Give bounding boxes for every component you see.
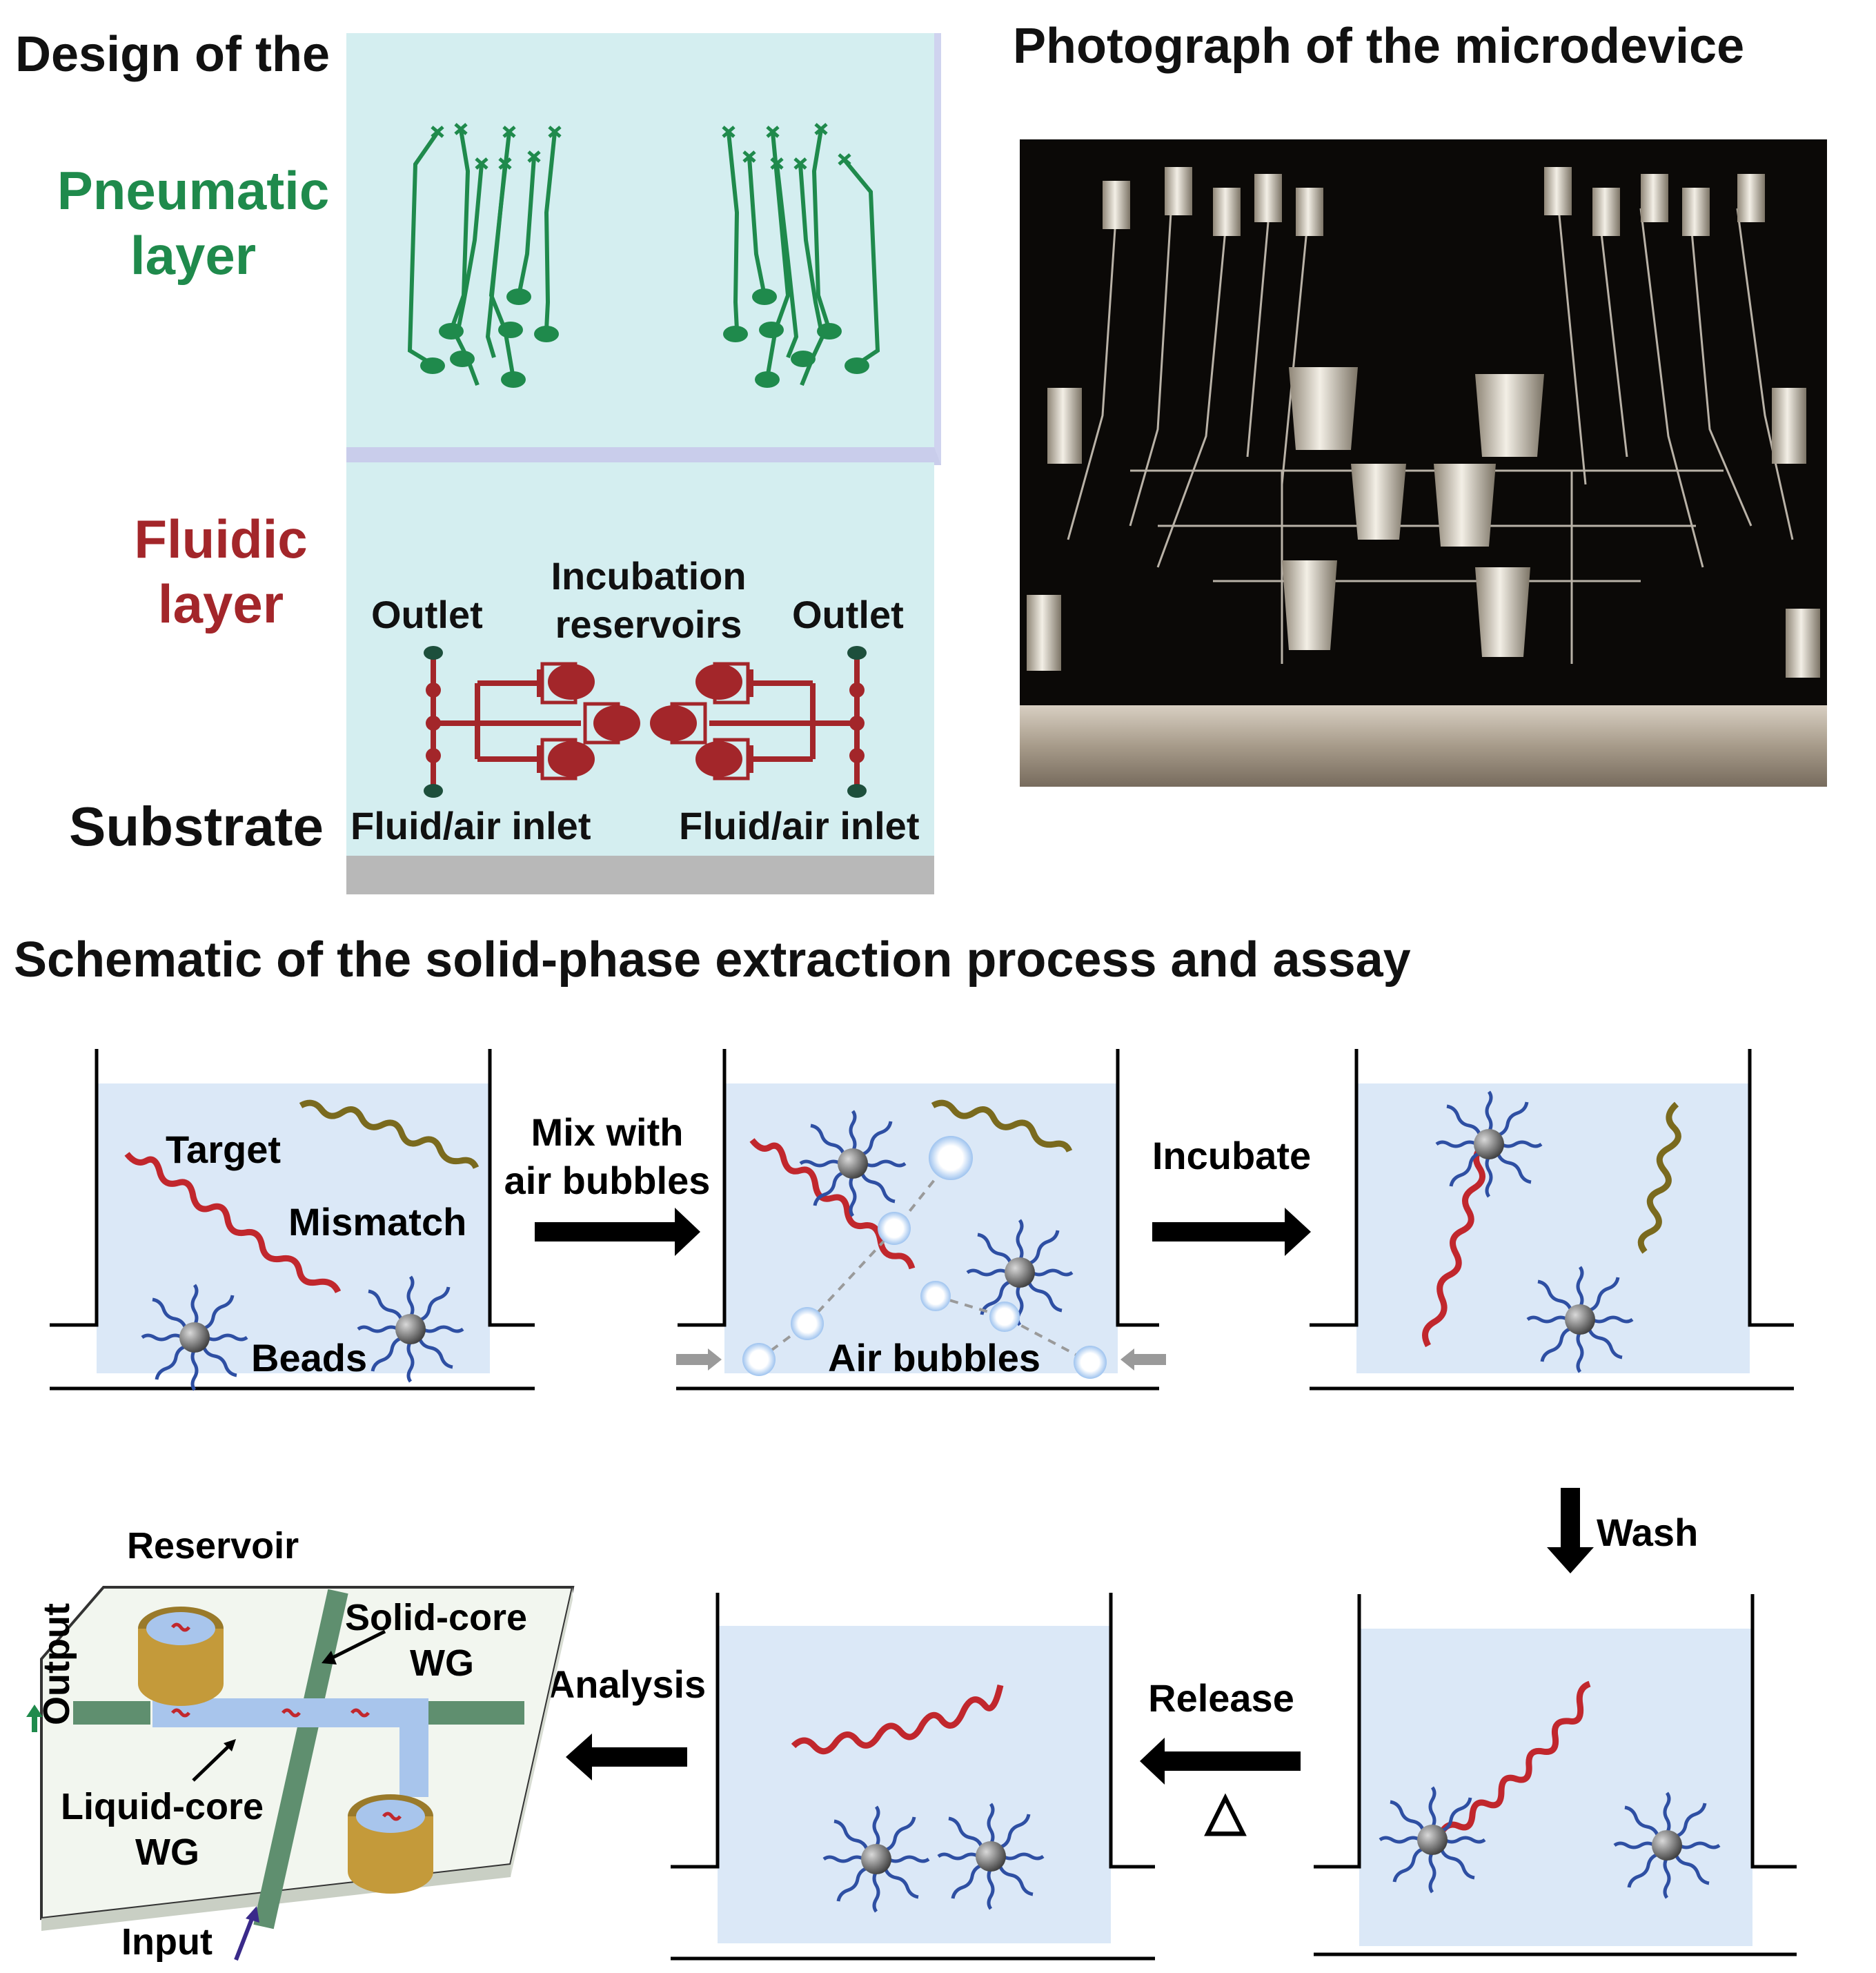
- substrate-label: Substrate: [69, 796, 324, 857]
- heat-symbol: △: [1204, 1782, 1247, 1841]
- outlet-left-label: Outlet: [371, 593, 483, 636]
- arrow-chip: Reservoir Solid-core WG Liquid-core WG I…: [26, 1525, 575, 1963]
- well-5: [671, 1593, 1155, 1961]
- mix-label-1: Mix with: [531, 1110, 684, 1154]
- mismatch-label: Mismatch: [288, 1200, 466, 1244]
- well-4: [1314, 1594, 1797, 1956]
- fluidic-channels: [424, 646, 867, 798]
- device-photograph: [1020, 139, 1827, 787]
- photo-title: Photograph of the microdevice: [1013, 19, 1745, 74]
- solid-core-label-1: Solid-core: [345, 1597, 527, 1638]
- liquid-core-label-2: WG: [135, 1832, 199, 1873]
- inlet-left-label: Fluid/air inlet: [350, 804, 591, 847]
- mix-label-2: air bubbles: [504, 1159, 711, 1202]
- pneumatic-channels: [407, 123, 880, 388]
- input-label: Input: [121, 1921, 213, 1963]
- substrate-board: [346, 856, 934, 894]
- well-2: Air bubbles: [676, 1049, 1166, 1391]
- solid-core-label-2: WG: [410, 1642, 474, 1684]
- release-label: Release: [1148, 1676, 1294, 1720]
- pneumatic-layer-board: [346, 33, 941, 465]
- inlet-right-label: Fluid/air inlet: [679, 804, 920, 847]
- beads-label: Beads: [251, 1336, 367, 1380]
- process-schematic: Target Mismatch Beads Mix with air bubbl…: [26, 1049, 1797, 1963]
- liquid-core-label-1: Liquid-core: [61, 1786, 264, 1827]
- analysis-label: Analysis: [547, 1662, 706, 1706]
- schematic-title: Schematic of the solid-phase extraction …: [14, 932, 1411, 988]
- target-label: Target: [166, 1128, 281, 1171]
- incubate-label: Incubate: [1152, 1134, 1311, 1177]
- outlet-right-label: Outlet: [792, 593, 904, 636]
- wash-label: Wash: [1597, 1511, 1698, 1554]
- air-bubbles-label: Air bubbles: [828, 1336, 1040, 1380]
- well-1: Target Mismatch Beads: [50, 1049, 535, 1390]
- well-3: [1310, 1049, 1794, 1391]
- output-label: Output: [36, 1603, 77, 1725]
- fluidic-layer-board: [346, 462, 934, 856]
- reservoir-label: Reservoir: [127, 1525, 299, 1567]
